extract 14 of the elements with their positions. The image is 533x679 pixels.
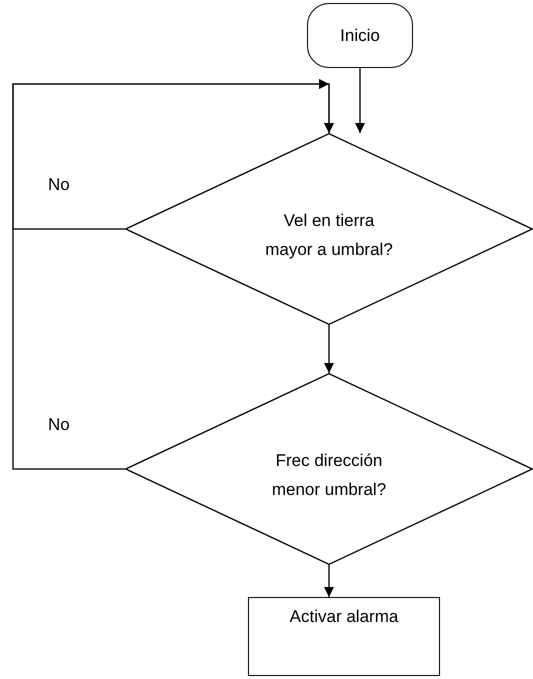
node-text: Inicio — [339, 24, 381, 47]
node-text: Activar alarma — [288, 606, 400, 628]
decision-diamond — [125, 373, 533, 565]
process-box — [248, 597, 440, 676]
arrow — [324, 325, 334, 373]
decision-text: Frec dirección menor umbral? — [270, 450, 388, 501]
decision-diamond — [125, 133, 533, 325]
loop-arrow — [12, 79, 334, 470]
decision-text: Vel en tierra mayor a umbral? — [264, 210, 394, 261]
arrow — [355, 68, 365, 133]
edge-label: No — [48, 416, 70, 433]
start-terminal — [307, 3, 413, 68]
arrow — [324, 565, 334, 597]
edge-label: No — [48, 176, 70, 193]
